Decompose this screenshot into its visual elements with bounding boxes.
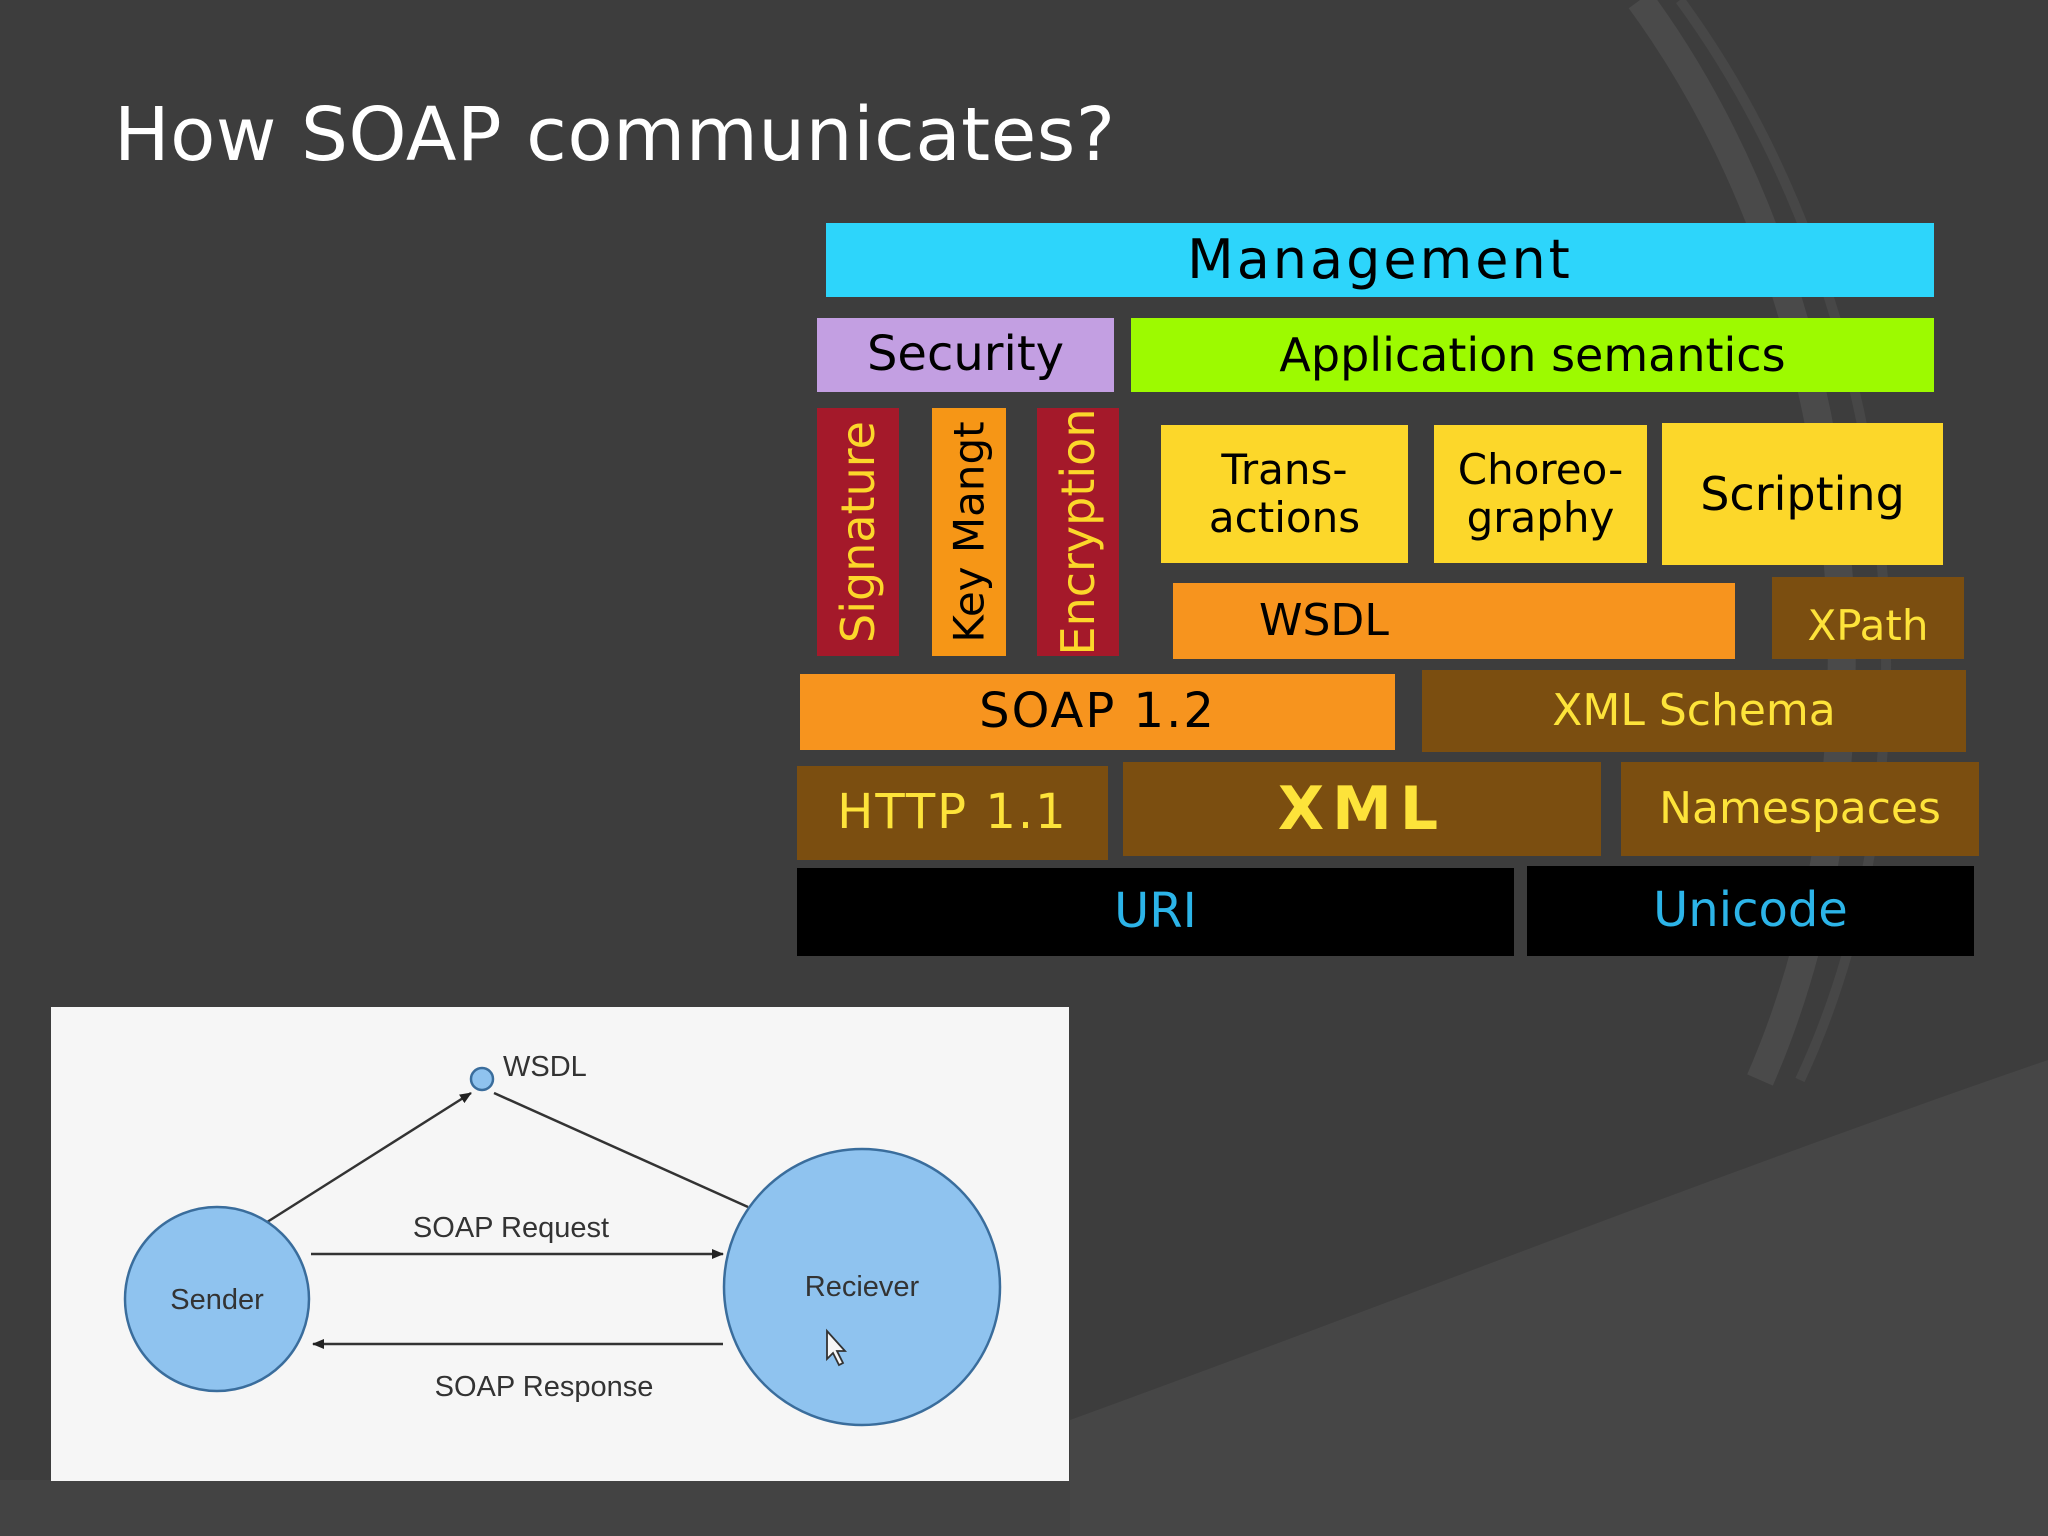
block-wsdl: WSDL [1173, 583, 1735, 659]
wsdl-node [469, 1066, 495, 1092]
sender-node [123, 1205, 311, 1393]
block-scripting: Scripting [1662, 423, 1943, 565]
wsdl-node-label: WSDL [503, 1051, 587, 1083]
soap-flow-svg: WSDL Sender Reciever SOAP Request SOAP R… [123, 1051, 1002, 1427]
block-key-mangt-label: Key Mangt [944, 421, 994, 643]
block-encryption: Encryption [1037, 408, 1119, 656]
block-namespaces-label: Namespaces [1659, 782, 1941, 834]
block-namespaces: Namespaces [1621, 762, 1979, 856]
mouse-cursor-icon [826, 1328, 848, 1367]
sender-node-label: Sender [170, 1284, 264, 1316]
wsdl-to-receiver-line [493, 1091, 749, 1209]
block-management: Management [826, 223, 1934, 297]
slide-title: How SOAP communicates? [114, 92, 1116, 178]
block-http-label: HTTP 1.1 [837, 784, 1068, 841]
receiver-node [722, 1147, 1002, 1427]
block-xml-schema: XML Schema [1422, 670, 1966, 752]
block-key-mangt: Key Mangt [932, 408, 1006, 656]
block-transactions: Trans- actions [1161, 425, 1408, 563]
block-application-semantics-label: Application semantics [1279, 327, 1786, 382]
block-scripting-label: Scripting [1700, 466, 1905, 521]
soap-flow-diagram: WSDL Sender Reciever SOAP Request SOAP R… [51, 1007, 1069, 1481]
block-encryption-label: Encryption [1051, 408, 1105, 656]
block-security: Security [817, 318, 1114, 392]
block-choreography-label: Choreo- graphy [1457, 444, 1624, 542]
block-unicode-label: Unicode [1653, 882, 1848, 939]
block-signature-label: Signature [831, 421, 885, 643]
receiver-node-label: Reciever [805, 1271, 920, 1303]
block-http: HTTP 1.1 [797, 766, 1108, 860]
block-security-label: Security [866, 326, 1065, 383]
block-uri-label: URI [1114, 883, 1197, 940]
sender-to-wsdl-arrow [263, 1091, 472, 1226]
block-management-label: Management [1187, 227, 1573, 291]
block-xpath: XPath [1772, 577, 1964, 659]
block-unicode: Unicode [1527, 866, 1974, 956]
block-signature: Signature [817, 408, 899, 656]
block-soap-label: SOAP 1.2 [979, 683, 1216, 740]
block-uri: URI [797, 868, 1514, 956]
block-soap: SOAP 1.2 [800, 674, 1395, 750]
block-xml-schema-label: XML Schema [1552, 684, 1836, 736]
block-xml: XML [1123, 762, 1601, 856]
soap-response-label: SOAP Response [435, 1371, 654, 1403]
block-xml-label: XML [1277, 773, 1447, 844]
block-transactions-label: Trans- actions [1208, 444, 1361, 542]
block-wsdl-label: WSDL [1259, 594, 1389, 646]
soap-request-label: SOAP Request [413, 1212, 609, 1244]
block-choreography: Choreo- graphy [1434, 425, 1647, 563]
block-xpath-label: XPath [1807, 600, 1929, 650]
block-application-semantics: Application semantics [1131, 318, 1934, 392]
